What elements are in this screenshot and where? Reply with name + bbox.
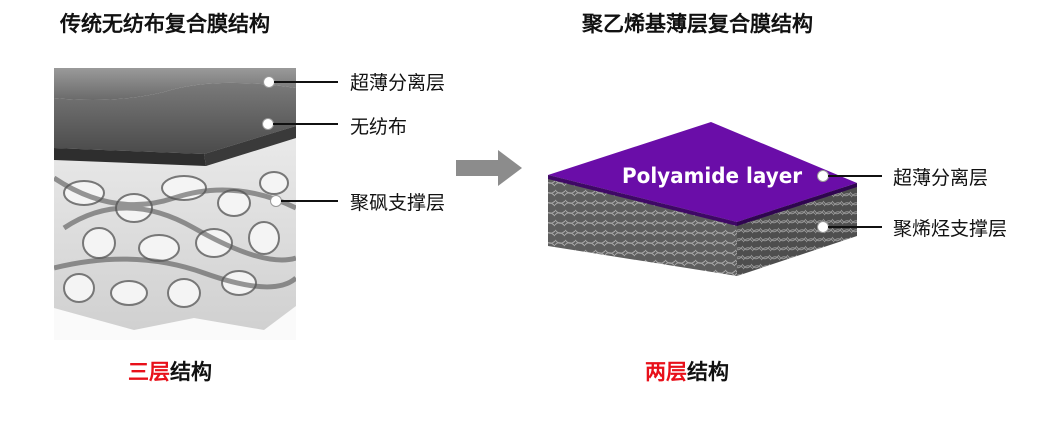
- leader-line: [274, 81, 338, 83]
- layer-label-separation: 超薄分离层: [350, 72, 446, 94]
- leader-line: [281, 200, 338, 202]
- left-title: 传统无纺布复合膜结构: [60, 12, 270, 36]
- polyamide-layer-label: Polyamide layer: [622, 164, 803, 188]
- caption-highlight: 三层: [128, 360, 170, 384]
- leader-line: [828, 175, 882, 177]
- layer-label-polysulfone: 聚砜支撑层: [350, 192, 446, 214]
- layer-label-polyolefin: 聚烯烃支撑层: [893, 218, 1008, 240]
- three-layer-membrane-illustration: [54, 68, 296, 340]
- leader-line: [828, 226, 882, 228]
- right-caption: 两层结构: [645, 356, 729, 386]
- caption-highlight: 两层: [645, 360, 687, 384]
- left-caption: 三层结构: [128, 356, 212, 386]
- caption-rest: 结构: [687, 360, 729, 384]
- layer-label-nonwoven: 无纺布: [350, 116, 408, 138]
- leader-line: [273, 123, 338, 125]
- right-arrow-icon: [456, 150, 522, 186]
- caption-rest: 结构: [170, 360, 212, 384]
- layer-label-separation: 超薄分离层: [893, 167, 989, 189]
- two-layer-membrane-illustration: [548, 122, 857, 276]
- right-title: 聚乙烯基薄层复合膜结构: [582, 12, 813, 36]
